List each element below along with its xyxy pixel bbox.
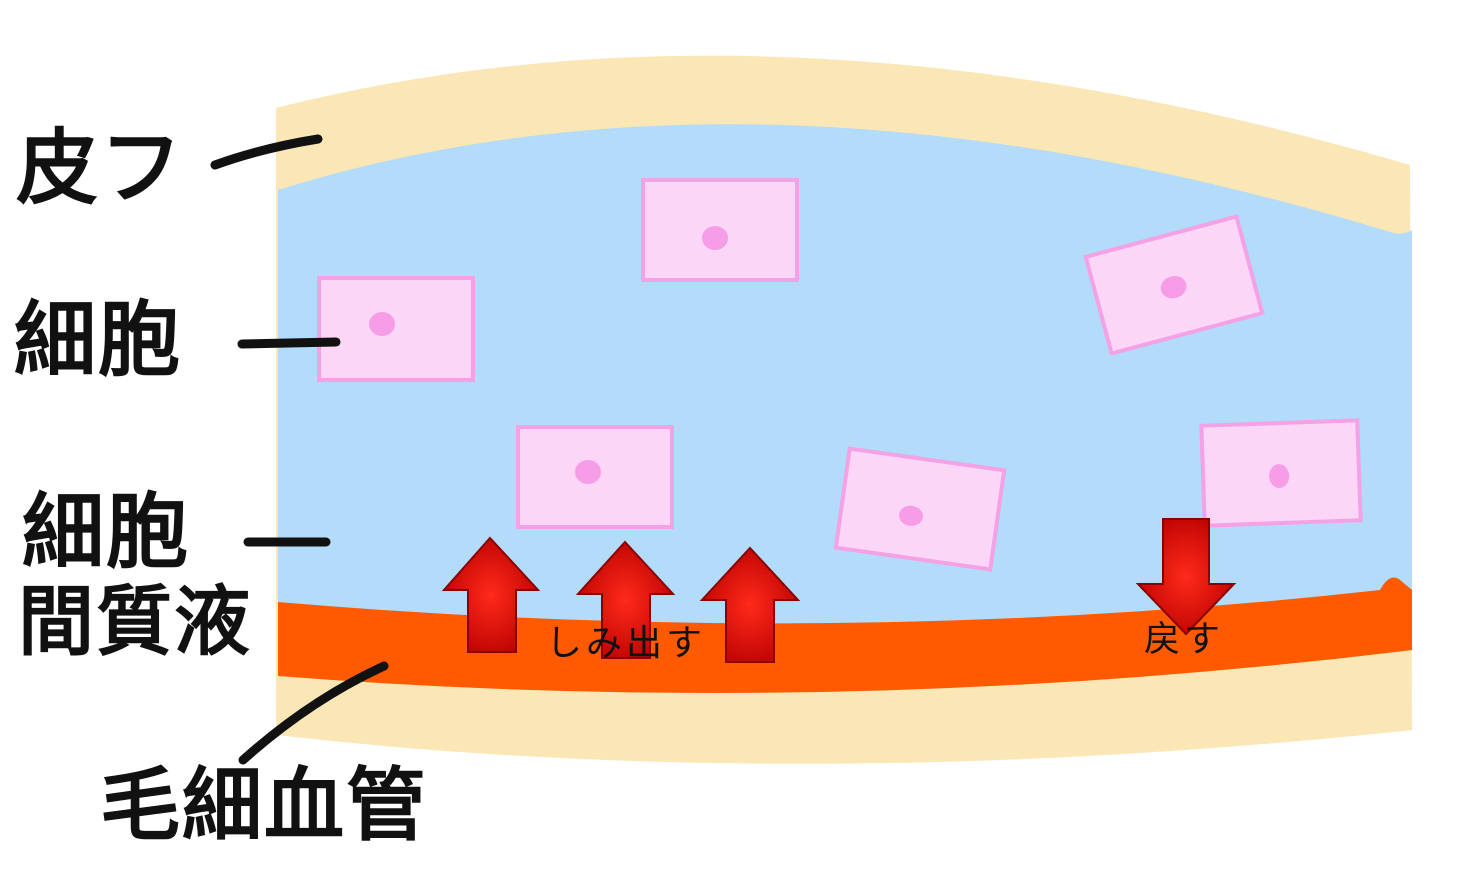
seep-out-arrow	[441, 536, 541, 653]
seep-out-label: しみ出す	[546, 623, 707, 664]
cell-nucleus	[702, 226, 728, 250]
cell-nucleus	[575, 460, 601, 484]
interstitial-label-line2: 間質液	[18, 577, 252, 666]
skin-leader-line	[210, 134, 323, 170]
cell-label: 細胞	[14, 293, 183, 388]
capillary	[278, 577, 1412, 693]
return-arrow	[1135, 518, 1237, 636]
cell-nucleus	[1269, 464, 1290, 489]
interstitial-label-line1: 細胞	[22, 485, 191, 580]
seep-out-arrow	[575, 540, 676, 659]
cell	[641, 178, 799, 282]
capillary-leader-line	[238, 661, 389, 765]
cell-nucleus	[1160, 276, 1187, 299]
cell	[317, 276, 475, 382]
return-label: 戻す	[1144, 619, 1225, 660]
cell-nucleus	[899, 505, 923, 526]
skin-label: 皮フ	[16, 121, 185, 216]
cell	[1199, 418, 1363, 528]
cell-leader-line	[237, 337, 341, 349]
cell-nucleus	[369, 312, 395, 336]
seep-out-arrow	[699, 546, 801, 663]
cell	[516, 425, 674, 529]
capillary-label: 毛細血管	[100, 759, 428, 852]
cell	[1083, 214, 1265, 356]
cell	[833, 446, 1007, 572]
